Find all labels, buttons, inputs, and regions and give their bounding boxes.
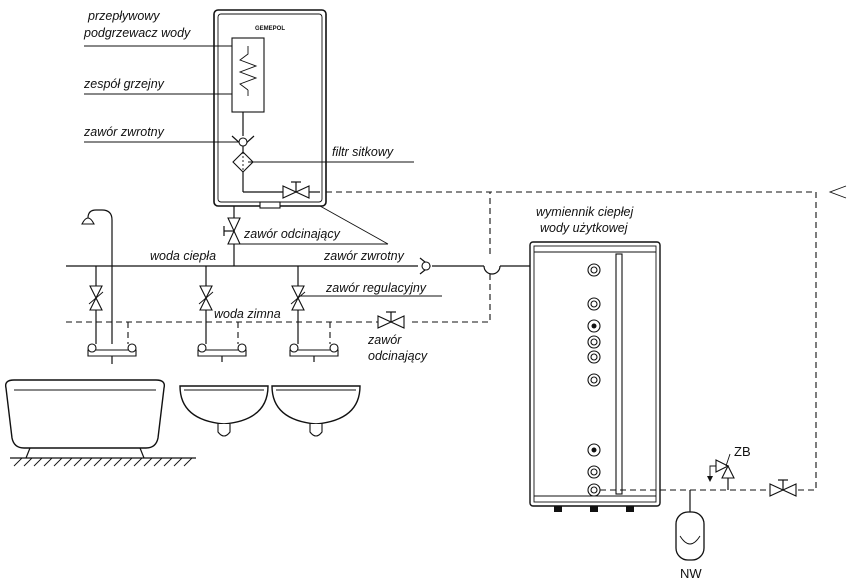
outlet-shutoff-valve <box>223 217 241 245</box>
pipe-crossover <box>483 265 501 275</box>
check-valve-top-label: zawór zwrotny <box>83 125 165 139</box>
heater-label-line1: przepływowy <box>87 9 160 23</box>
bathtub <box>4 379 166 459</box>
heater-brand: GEMEPOL <box>255 26 285 32</box>
floor-hatch <box>10 457 196 467</box>
shutoff-valve-top-label: zawór odcinający <box>243 227 341 241</box>
draw-off-branches <box>81 209 331 344</box>
flow-arrow-icon <box>828 185 847 199</box>
shutoff-cold-label-line1: zawór <box>367 333 402 347</box>
expansion-vessel <box>675 490 705 561</box>
exchanger-label-line1: wymiennik ciepłej <box>536 205 634 219</box>
supply-shutoff-valve <box>769 479 797 497</box>
heater-check-valve <box>231 135 255 152</box>
leader-lines <box>84 45 442 297</box>
washbasin-2 <box>271 385 361 437</box>
return-riser <box>796 192 817 491</box>
exchanger-label-line2: wody użytkowej <box>540 221 629 235</box>
heating-unit <box>231 37 265 136</box>
check-valve-main-label: zawór zwrotny <box>323 249 405 263</box>
shutoff-cold-label-line2: odcinający <box>368 349 428 363</box>
cold-shutoff-valve <box>377 311 405 329</box>
labels: przepływowy podgrzewacz wody zespół grze… <box>83 9 751 581</box>
heater-shutoff-valve <box>259 181 320 209</box>
main-check-valve <box>419 257 431 275</box>
mixing-taps <box>87 343 339 364</box>
flow-heater: GEMEPOL <box>213 9 327 207</box>
expansion-vessel-label: NW <box>680 566 702 581</box>
strainer-symbol <box>232 151 283 193</box>
tank-connections <box>587 263 601 497</box>
strainer-label: filtr sitkowy <box>332 145 394 159</box>
cold-link <box>408 274 491 323</box>
safety-valve <box>707 453 735 490</box>
washbasin-1 <box>179 385 269 437</box>
regulating-valve-label: zawór regulacyjny <box>325 281 427 295</box>
heating-unit-label: zespół grzejny <box>83 77 165 91</box>
safety-valve-label: ZB <box>734 444 751 459</box>
heater-label-line2: podgrzewacz wody <box>83 26 191 40</box>
hot-water-label: woda ciepła <box>150 249 216 263</box>
cold-water-label: woda zimna <box>214 307 281 321</box>
